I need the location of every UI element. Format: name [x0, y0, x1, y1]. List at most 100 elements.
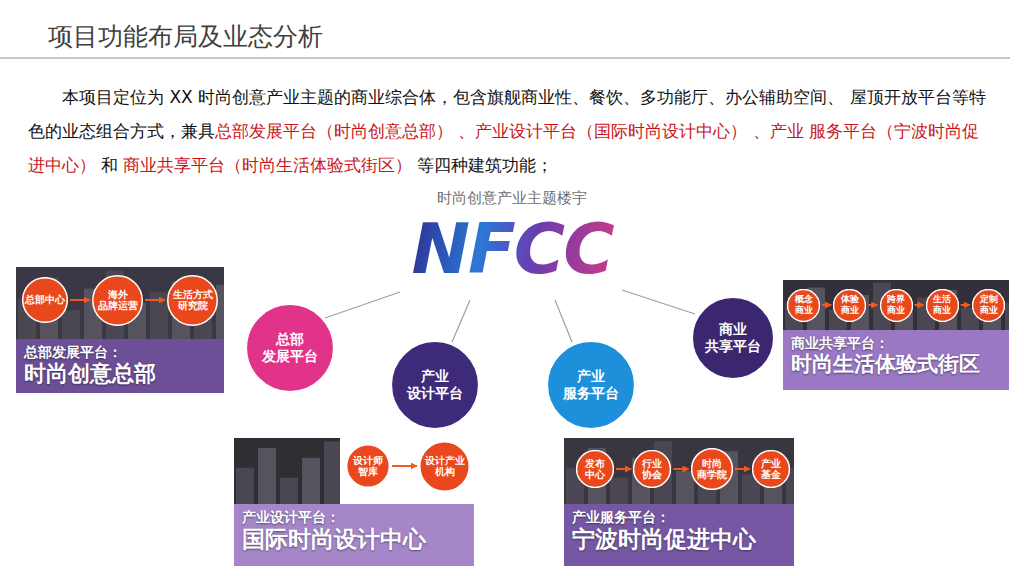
band-heading: 产业设计平台： [242, 509, 466, 526]
building-silhouette [324, 441, 340, 504]
platform-panel: 总部发展平台：时尚创意总部 总部中心 海外 品牌运营 生活方式 研究院 [16, 267, 224, 393]
function-name: 发布 中心 [585, 458, 605, 481]
function-name: 海外 品牌运营 [98, 289, 138, 312]
circle-fill [93, 275, 142, 324]
band-title: 宁波时尚促进中心 [572, 526, 786, 554]
logo-spoke [325, 292, 400, 318]
function-circle: 定制 商业 [972, 289, 1005, 322]
platform-circle: 总部 发展平台 [245, 303, 335, 393]
band-title: 时尚生活体验式街区 [791, 352, 1001, 377]
band-heading: 商业共享平台： [791, 335, 1001, 352]
circle-fill [347, 445, 390, 488]
building-silhouette [258, 448, 276, 504]
function-name: 行业 协会 [642, 458, 662, 481]
building-silhouette [216, 285, 224, 339]
function-circle: 设计师 智库 [346, 444, 390, 488]
intro-paragraph: 本项目定位为 XX 时尚创意产业主题的商业综合体，包含旗舰商业性、餐饮、多功能厅… [28, 80, 994, 182]
photo-ground [564, 438, 794, 504]
circle-fill [834, 289, 866, 321]
band-title: 时尚创意总部 [24, 361, 216, 387]
title-rule [0, 57, 1010, 59]
platform-name: 产业 设计平台 [407, 368, 463, 402]
function-circle: 设计产业 机构 [419, 441, 470, 492]
function-circle: 时尚 商学院 [691, 448, 733, 490]
circle-fill [634, 451, 671, 488]
function-name: 总部中心 [25, 294, 65, 305]
band-heading: 总部发展平台： [24, 344, 216, 361]
subtitle-text: 时尚创意产业主题楼宇 [437, 189, 587, 207]
circle-fill [880, 289, 912, 321]
building-silhouette [280, 478, 298, 504]
function-name: 时尚 商学院 [697, 458, 727, 481]
function-circle: 体验 商业 [833, 289, 866, 322]
photo-backdrop [234, 438, 340, 504]
circle-fill [391, 341, 478, 428]
platform-name: 总部 发展平台 [262, 331, 318, 365]
platform-name: 商业 共享平台 [705, 321, 761, 355]
subtitle-holder: 时尚创意产业主题楼宇 [0, 188, 1024, 208]
function-name: 产业 基金 [761, 458, 781, 481]
function-name: 设计师 智库 [353, 455, 383, 478]
platform-name: 产业 服务平台 [563, 368, 619, 402]
circle-fill [246, 304, 333, 391]
function-circle: 行业 协会 [633, 450, 671, 488]
function-circle: 跨界 商业 [880, 289, 913, 322]
building-silhouette [150, 292, 168, 339]
building-silhouette [676, 471, 694, 504]
circle-fill [972, 289, 1004, 321]
function-circle: 海外 品牌运营 [92, 275, 143, 326]
body-text: 等四种建筑功能； [417, 155, 553, 175]
function-circle: 概念 商业 [787, 289, 820, 322]
circle-fill [23, 278, 68, 323]
platform-circle: 产业 设计平台 [390, 340, 480, 430]
photo-ground [783, 280, 1009, 330]
caption-band: 商业共享平台：时尚生活体验式街区 [783, 330, 1009, 390]
platform-panel: 产业服务平台：宁波时尚促进中心 发布 中心 行业 协会 时尚 商学院 产业 基金 [564, 438, 794, 566]
function-circle: 生活方式 研究院 [167, 275, 218, 326]
platform-panel: 产业设计平台：国际时尚设计中心 设计师 智库 设计产业 机构 [234, 438, 474, 566]
circle-fill [420, 441, 469, 490]
platform-circle: 产业 服务平台 [546, 340, 636, 430]
highlight-text: 商业共享平台（时尚生活体验式街区） [123, 155, 412, 175]
band-title: 国际时尚设计中心 [242, 526, 466, 554]
circle-fill [168, 275, 217, 324]
function-circle: 生活 商业 [926, 289, 959, 322]
building-silhouette [236, 468, 254, 504]
building-silhouette [1005, 303, 1009, 331]
circle-fill [692, 297, 773, 378]
caption-band: 产业服务平台：宁波时尚促进中心 [564, 504, 794, 566]
band-heading: 产业服务平台： [572, 509, 786, 526]
function-circle: 总部中心 [22, 277, 68, 323]
platform-panel: 商业共享平台：时尚生活体验式街区 概念 商业 体验 商业 跨界 商业 生活 商业 定制 商… [783, 280, 1009, 390]
page-title: 项目功能布局及业态分析 [48, 20, 323, 53]
function-name: 设计产业 机构 [425, 455, 465, 478]
circle-fill [753, 451, 790, 488]
brand-logo: NFCC [405, 214, 618, 284]
circle-fill [926, 289, 958, 321]
caption-band: 总部发展平台：时尚创意总部 [16, 339, 224, 393]
building-silhouette [62, 310, 80, 339]
logo-spoke [452, 300, 470, 342]
body-text: 和 [101, 155, 118, 175]
circle-fill [547, 341, 634, 428]
function-circle: 发布 中心 [576, 450, 614, 488]
logo-spoke [555, 300, 572, 342]
caption-band: 产业设计平台：国际时尚设计中心 [234, 504, 474, 566]
function-name: 生活 商业 [933, 294, 951, 316]
function-name: 概念 商业 [795, 294, 813, 316]
logo-holder: NFCC [0, 214, 1024, 284]
function-name: 体验 商业 [841, 294, 859, 316]
function-name: 生活方式 研究院 [173, 289, 213, 312]
circle-fill [577, 451, 614, 488]
circle-fill [691, 449, 732, 490]
logo-spoke [622, 290, 695, 314]
circle-fill [787, 289, 819, 321]
platform-circle: 商业 共享平台 [691, 296, 775, 380]
building-silhouette [610, 478, 628, 504]
function-name: 定制 商业 [980, 294, 998, 316]
function-name: 跨界 商业 [887, 294, 905, 316]
function-circle: 产业 基金 [752, 450, 790, 488]
photo-ground [16, 267, 224, 339]
building-silhouette [302, 458, 320, 504]
